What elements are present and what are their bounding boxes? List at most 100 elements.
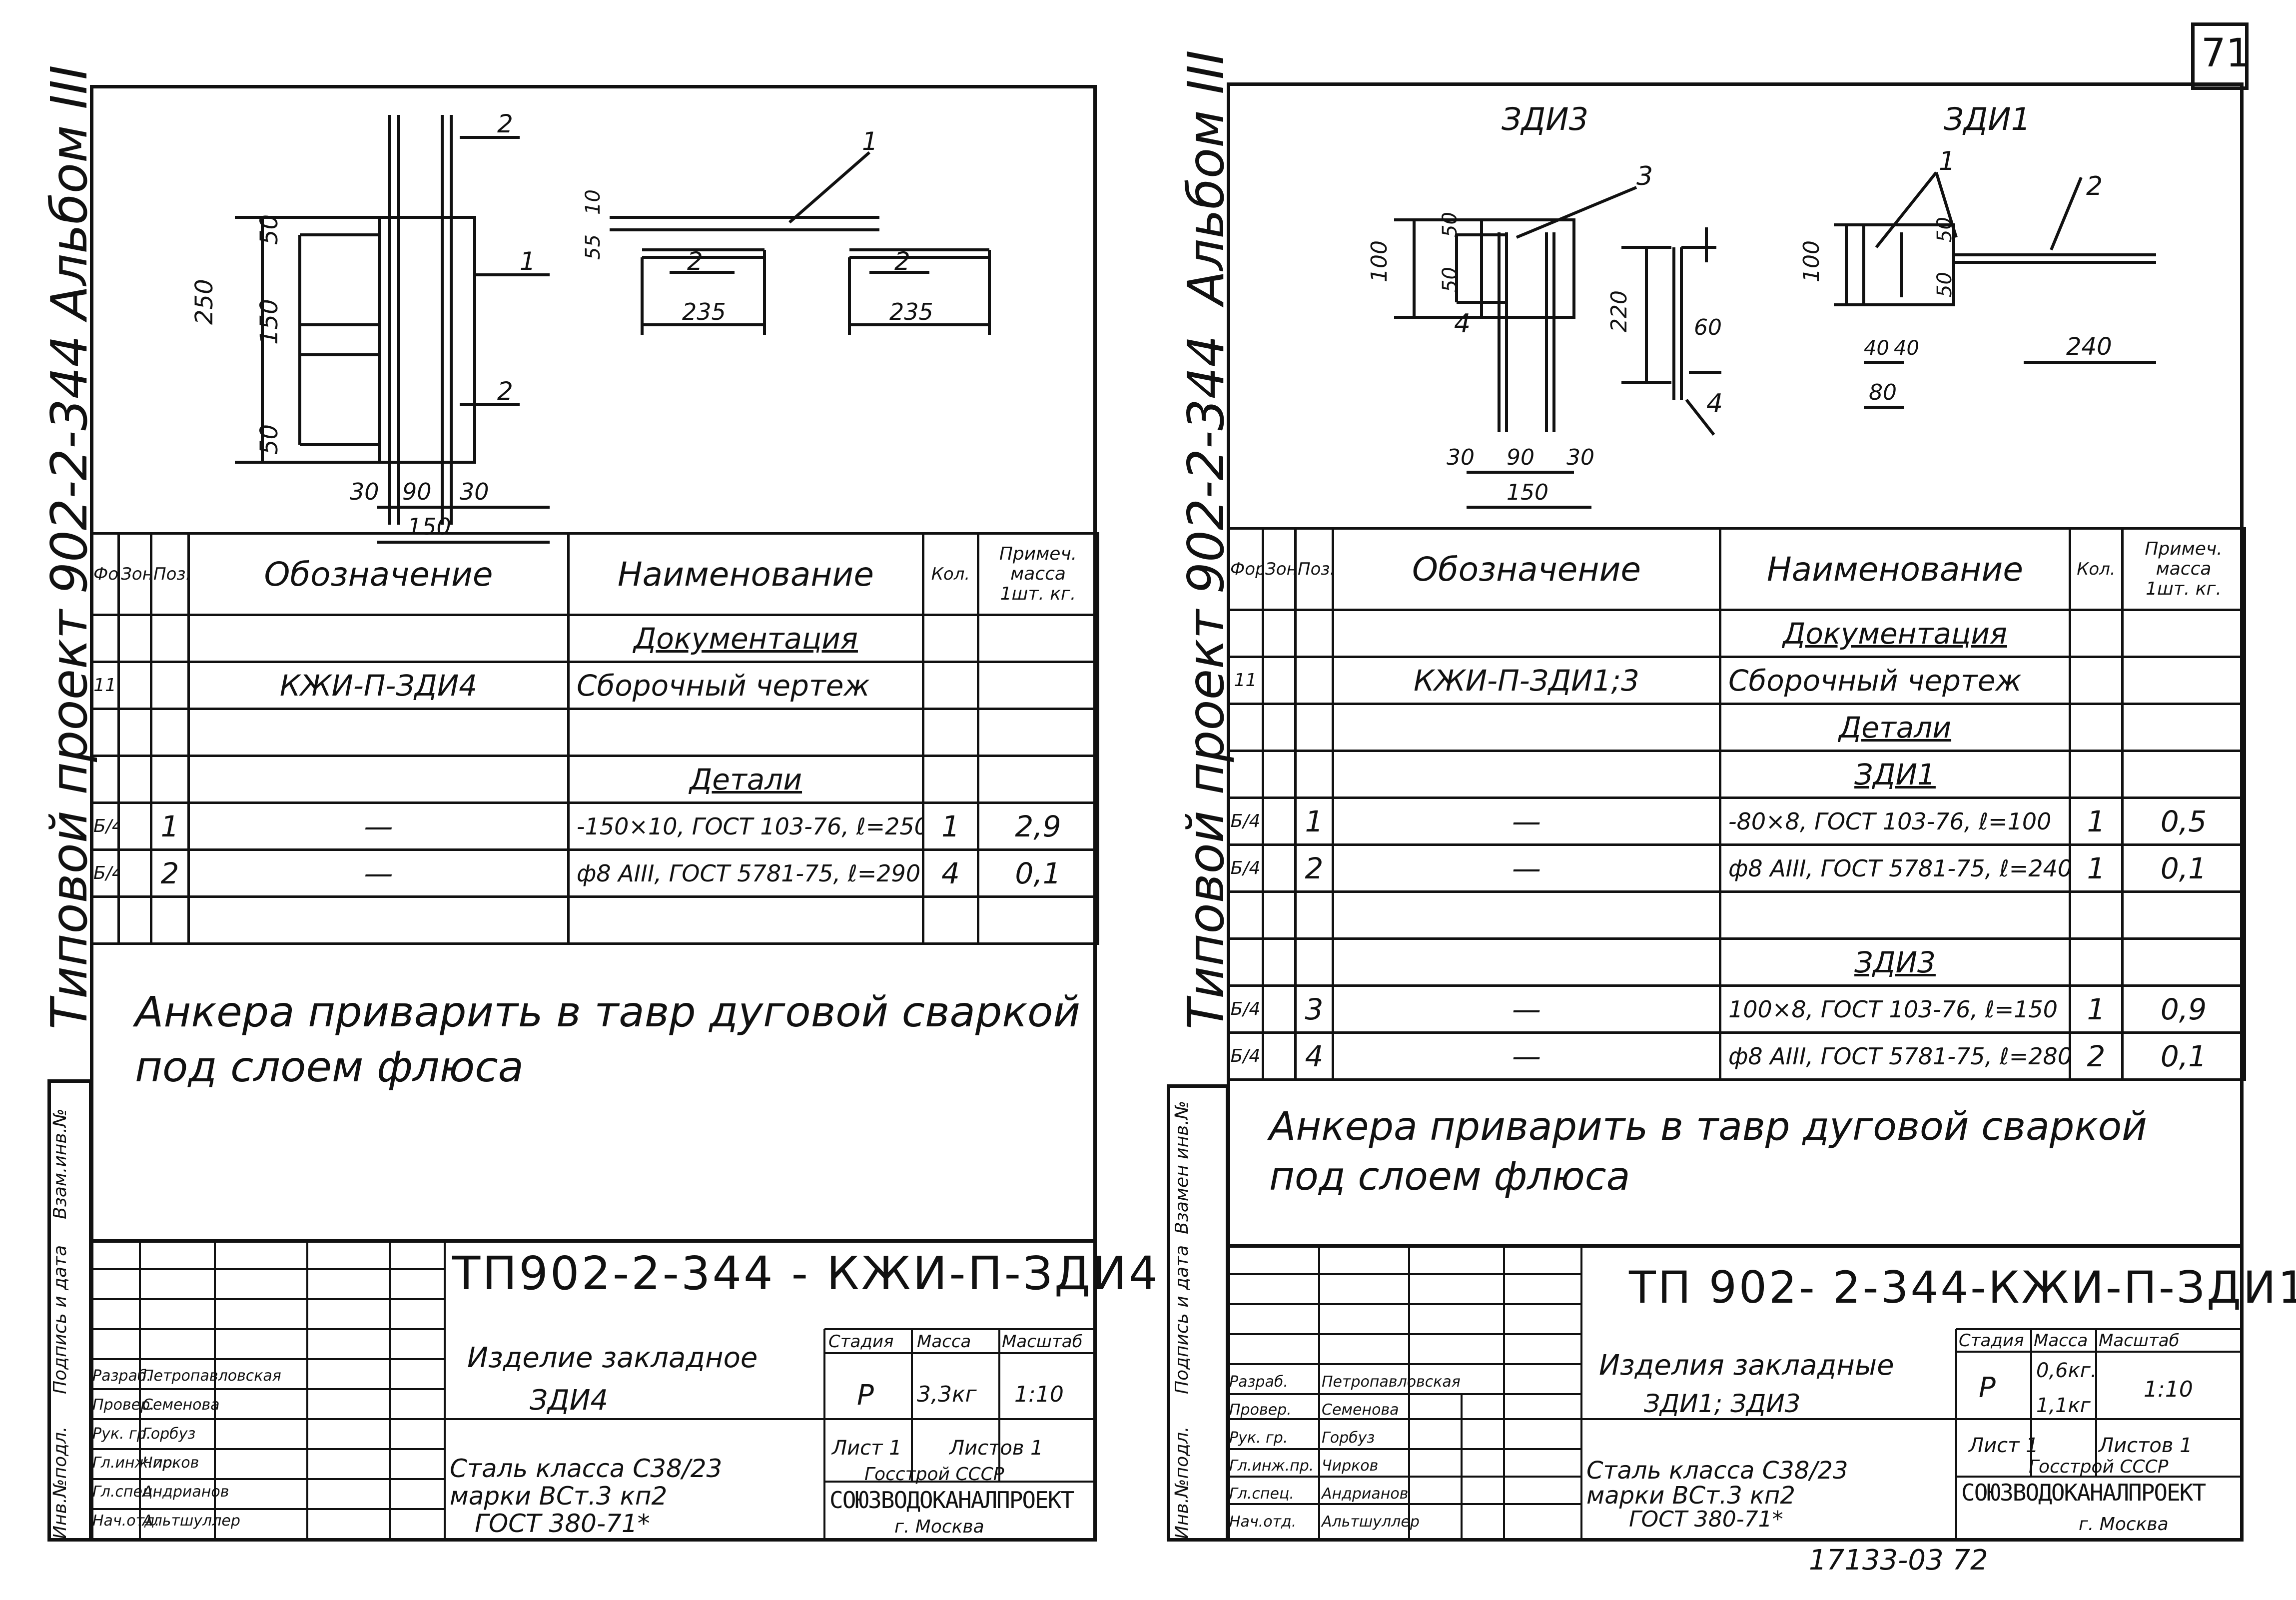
left-sheet-cell-format: Б/4	[90, 801, 120, 851]
left-sheet-cell-name	[567, 895, 924, 945]
right-sheet-designation: —	[1512, 992, 1541, 1026]
right-sheet-cell-qty: 1	[2069, 984, 2124, 1034]
right-org-1: Госстрой СССР	[2029, 1457, 2169, 1477]
right-dim-90: 90	[1507, 445, 1534, 470]
right-hdr-note-1: Примеч.	[2145, 539, 2223, 559]
left-sheet-format: Б/4	[93, 816, 116, 836]
right-sheet-cell-pos: 3	[1294, 984, 1334, 1034]
left-sheet-pos: 1	[160, 809, 179, 843]
right-sheet-cell-pos	[1294, 890, 1334, 940]
staff-role: Гл.инж.пр.	[92, 1454, 177, 1472]
right-steel-1: Сталь класса С38/23	[1586, 1457, 1848, 1485]
right-sheet-cell-pos: 2	[1294, 843, 1334, 893]
left-sheet-name: -150×10, ГОСТ 103-76, ℓ=250	[577, 812, 923, 840]
left-sheet-cell-qty	[922, 755, 979, 804]
left-hdr-zone: Зона	[117, 532, 152, 616]
right-sheet-cell-designation: —	[1332, 1031, 1721, 1081]
right-sheet-cell-qty	[2069, 703, 2124, 752]
left-spec-table: Формат Зона Поз. Обозначение Наименовани…	[90, 532, 1099, 945]
right-stage-header: Стадия	[1959, 1331, 2024, 1351]
left-dim-250: 250	[190, 279, 218, 325]
left-sheet-name: ф8 АIII, ГОСТ 5781-75, ℓ=290	[577, 859, 921, 887]
staff-role: Гл.инж.пр.	[1229, 1457, 1314, 1475]
right-dim-60: 60	[1694, 315, 1722, 340]
right-sheet-mass: 0,1	[2160, 1039, 2207, 1073]
left-mass-header: Масса	[917, 1332, 971, 1352]
right-sheet-format: Б/4	[1230, 1046, 1261, 1066]
left-sheet-cell-designation: КЖИ-П-ЗДИ4	[187, 661, 570, 710]
right-sheet-qty: 1	[2087, 804, 2106, 838]
left-sheet-cell-zone	[117, 848, 152, 898]
left-hdr-note: Примеч. масса 1шт. кг.	[977, 532, 1099, 616]
right-callout-2: 2	[2086, 171, 2103, 201]
right-sheet-cell-name: 100×8, ГОСТ 103-76, ℓ=150	[1719, 984, 2071, 1034]
right-sheet-cell-designation	[1332, 703, 1721, 752]
staff-role: Рук. гр.	[1229, 1429, 1288, 1447]
left-note-line-1: Анкера приварить в тавр дуговой сваркой	[135, 987, 1081, 1036]
right-sheet-cell-name: Документация	[1719, 609, 2071, 658]
right-dim-50b: 50	[1439, 267, 1462, 292]
right-callout-1: 1	[1939, 146, 1955, 176]
left-sheet-cell-qty: 1	[922, 801, 979, 851]
right-sheet-cell-qty	[2069, 609, 2124, 658]
left-sheet-cell-format	[90, 708, 120, 757]
right-dim-50c: 50	[1933, 217, 1956, 242]
left-dim-30a: 30	[350, 478, 379, 505]
right-sheet-format: Б/4	[1230, 858, 1261, 878]
right-hdr-note-3: 1шт. кг.	[2146, 579, 2222, 599]
right-sheet-name: ЗДИ1	[1854, 757, 1936, 792]
left-drawing: 250 150 50 50 30 90 30 150 10 55 235 235…	[190, 109, 991, 544]
left-titleblock-grid	[90, 1239, 1097, 1542]
left-sheet-cell-name: -150×10, ГОСТ 103-76, ℓ=250	[567, 801, 924, 851]
table-row: Детали	[90, 755, 1099, 804]
left-hdr-pos: Поз.	[150, 532, 190, 616]
left-sheet-cell-designation: —	[187, 848, 570, 898]
right-sheet-cell-name: ф8 АIII, ГОСТ 5781-75, ℓ=240	[1719, 843, 2071, 893]
right-dim-40b: 40	[1894, 337, 1919, 360]
right-sheet-cell-format: Б/4	[1227, 797, 1264, 846]
right-org-3: г. Москва	[2079, 1514, 2169, 1535]
right-dim-100b: 100	[1799, 240, 1824, 282]
right-sheet-cell-qty	[2069, 937, 2124, 987]
right-dim-80: 80	[1869, 380, 1897, 405]
left-hdr-format: Формат	[90, 532, 120, 616]
right-sheet-cell-mass: 0,5	[2121, 797, 2246, 846]
left-stage-header: Стадия	[828, 1332, 894, 1352]
staff-name: Альтшуллер	[142, 1512, 240, 1530]
right-callout-4b: 4	[1706, 389, 1723, 419]
left-dim-90: 90	[402, 478, 432, 505]
right-dim-50d: 50	[1933, 272, 1956, 297]
right-sheet-cell-zone	[1262, 843, 1297, 893]
right-sheet-cell-name: -80×8, ГОСТ 103-76, ℓ=100	[1719, 797, 2071, 846]
left-sheet-cell-designation	[187, 755, 570, 804]
right-sheet-pos: 2	[1305, 851, 1324, 885]
staff-role: Нач.отд.	[92, 1512, 160, 1530]
right-sheet-cell-format: Б/4	[1227, 1031, 1264, 1081]
right-sheet-cell-zone	[1262, 1031, 1297, 1081]
footer-code: 17133-03 72	[1809, 1544, 1988, 1577]
right-sheet-cell-pos: 4	[1294, 1031, 1334, 1081]
right-sheet-cell-designation	[1332, 609, 1721, 658]
staff-name: Андрианов	[142, 1483, 229, 1501]
left-sheet-cell-designation	[187, 895, 570, 945]
right-stamp-1: Взамен инв.№	[1172, 1100, 1192, 1234]
left-mass: 3,3кг	[917, 1382, 977, 1407]
left-sheet-cell-mass	[977, 755, 1099, 804]
left-sheet-name: Сборочный чертеж	[577, 668, 870, 703]
right-sheet-qty: 1	[2087, 992, 2106, 1026]
left-sheet-cell-mass: 2,9	[977, 801, 1099, 851]
right-sheet-cell-qty: 1	[2069, 843, 2124, 893]
right-mass-header: Масса	[2034, 1331, 2088, 1351]
right-sheet-qty: 1	[2087, 851, 2106, 885]
right-spec-table: Формат Зона Поз. Обозначение Наименовани…	[1227, 527, 2246, 1081]
right-sheet-name: ф8 АIII, ГОСТ 5781-75, ℓ=280	[1728, 1042, 2070, 1070]
right-sheet-cell-format	[1227, 609, 1264, 658]
left-dim-10: 10	[582, 189, 605, 215]
left-sheet-mass: 0,1	[1015, 856, 1061, 890]
left-dim-30b: 30	[460, 478, 489, 505]
right-titleblock-grid	[1227, 1244, 2244, 1542]
right-sheet-cell-format	[1227, 703, 1264, 752]
left-steel-1: Сталь класса С38/23	[450, 1454, 723, 1483]
